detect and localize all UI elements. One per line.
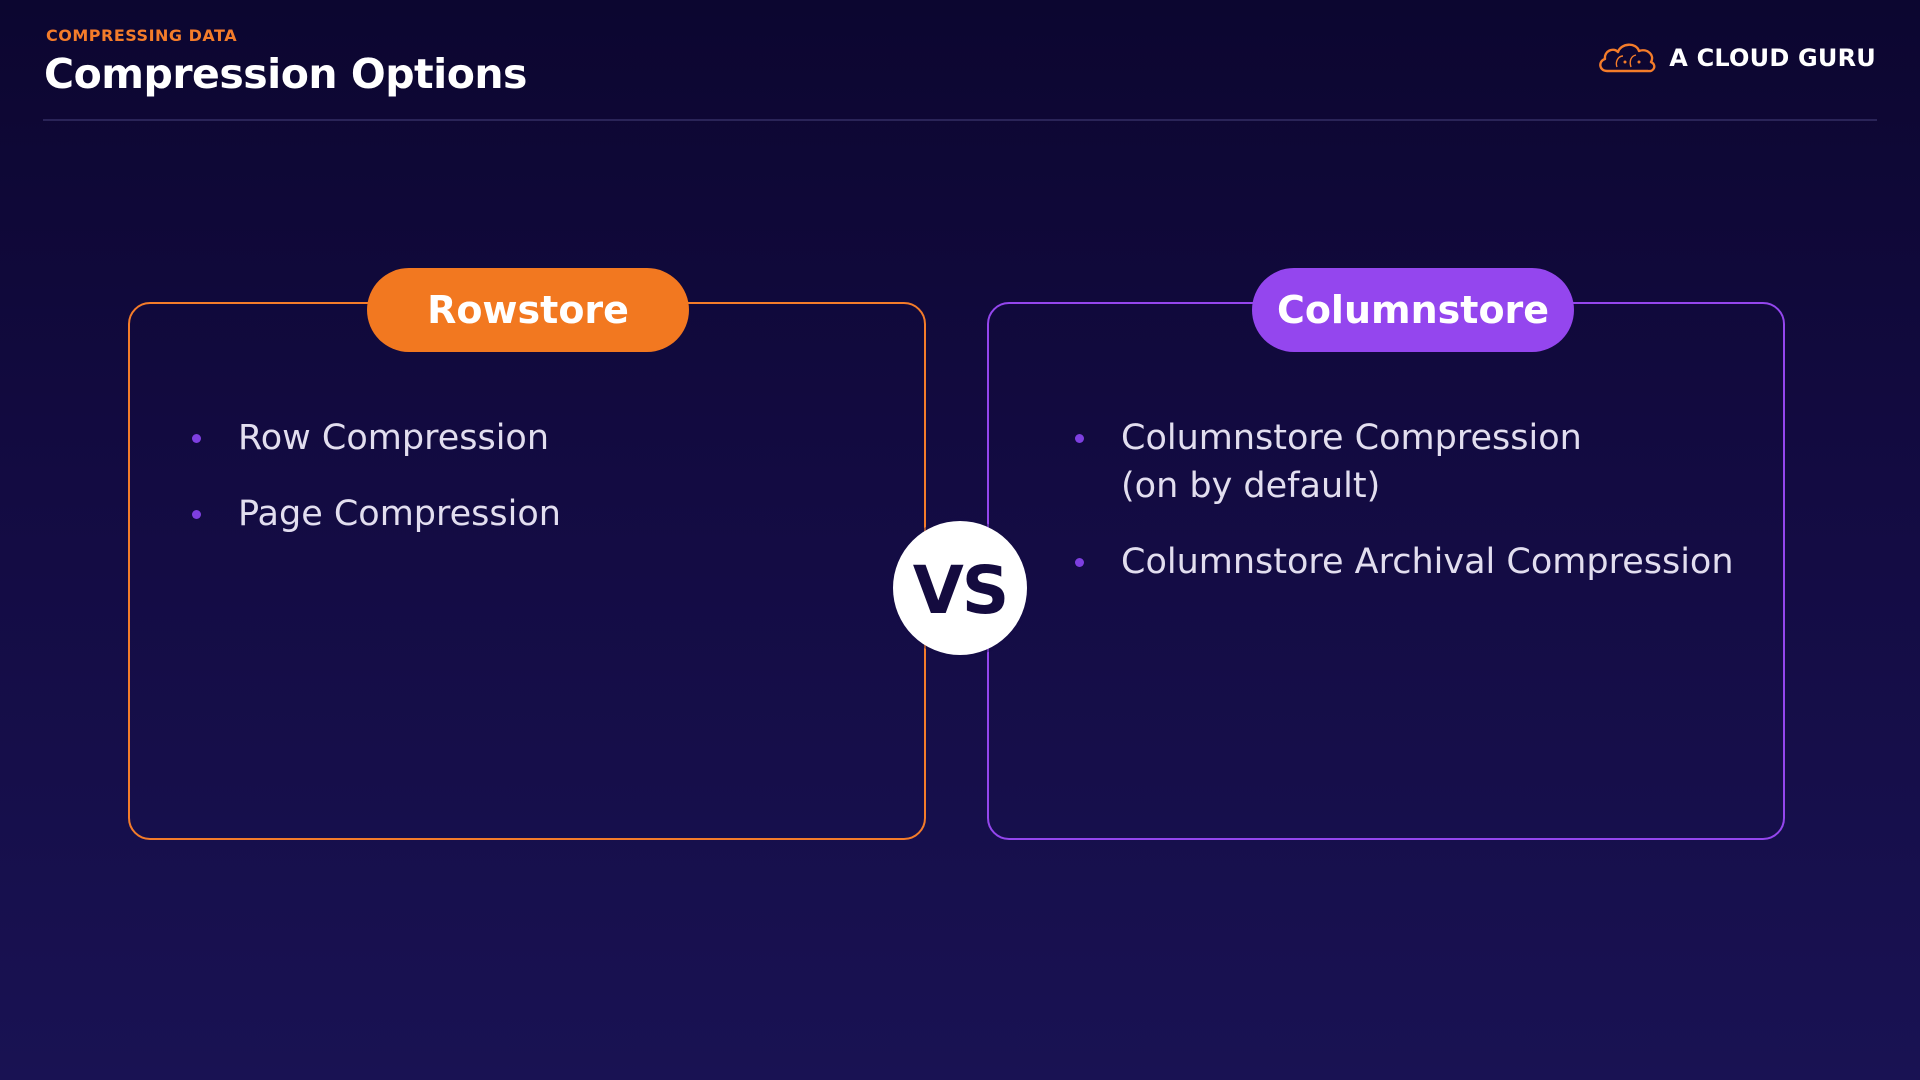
- rowstore-bullet-list: Row Compression Page Compression: [190, 414, 561, 566]
- versus-label: VS: [912, 551, 1010, 629]
- list-item: Page Compression: [190, 490, 561, 538]
- bullet-text: Page Compression: [238, 494, 561, 534]
- bullet-text: Row Compression: [238, 418, 550, 458]
- list-item: Columnstore Compression (on by default): [1073, 414, 1734, 510]
- header-divider: [43, 119, 1877, 121]
- bullet-dot-icon: [1075, 558, 1084, 567]
- list-item: Columnstore Archival Compression: [1073, 538, 1734, 586]
- bullet-dot-icon: [1075, 434, 1084, 443]
- bullet-text-continuation: (on by default): [1121, 466, 1381, 506]
- rowstore-panel: [128, 302, 926, 840]
- versus-badge: VS: [893, 521, 1027, 655]
- bullet-text: Columnstore Archival Compression: [1121, 542, 1734, 582]
- page-title: Compression Options: [44, 50, 527, 98]
- list-item: Row Compression: [190, 414, 561, 462]
- columnstore-bullet-list: Columnstore Compression (on by default) …: [1073, 414, 1734, 614]
- columnstore-label: Columnstore: [1252, 268, 1574, 352]
- bullet-dot-icon: [192, 510, 201, 519]
- brand-name: A CLOUD GURU: [1669, 44, 1876, 72]
- eyebrow-label: COMPRESSING DATA: [46, 26, 238, 45]
- brand-logo: A CLOUD GURU: [1595, 38, 1876, 78]
- bullet-text: Columnstore Compression: [1121, 418, 1582, 458]
- bullet-dot-icon: [192, 434, 201, 443]
- rowstore-label: Rowstore: [367, 268, 689, 352]
- cloud-logo-icon: [1599, 43, 1656, 73]
